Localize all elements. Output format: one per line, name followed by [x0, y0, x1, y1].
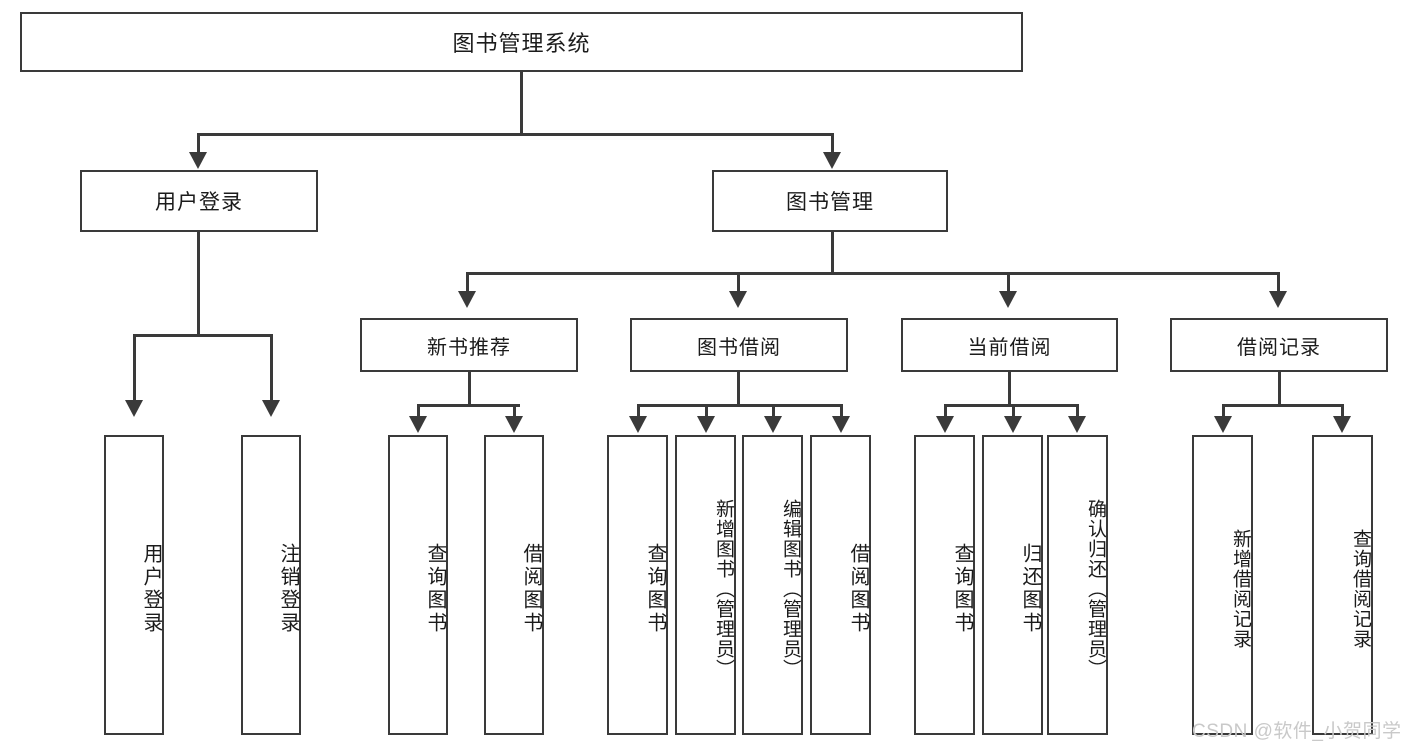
connector-borrow-leaf2 [705, 404, 708, 418]
node-current-borrow[interactable]: 当前借阅 [901, 318, 1118, 372]
connector-newbook-stem [468, 372, 471, 405]
arrow-root-to-manage [823, 152, 841, 169]
node-label: 当前借阅 [967, 336, 1052, 359]
connector-root-to-manage [831, 133, 834, 155]
leaf-logout[interactable]: 注销登录 [241, 435, 301, 735]
node-label: 图书借阅 [697, 336, 781, 359]
connector-borrow-leaf1 [637, 404, 640, 418]
arrow-newbook-leaf1 [409, 416, 427, 433]
arrow-borrow-leaf2 [697, 416, 715, 433]
arrow-borrow-leaf1 [629, 416, 647, 433]
connector-current-leaf3 [1076, 404, 1079, 418]
connector-manage-bar [466, 272, 1280, 275]
arrow-newbook-leaf2 [505, 416, 523, 433]
node-label: 查询图书 [951, 543, 973, 635]
connector-manage-to-current [1007, 272, 1010, 294]
connector-newbook-bar [417, 404, 520, 407]
connector-current-leaf1 [944, 404, 947, 418]
node-label: 借阅图书 [520, 543, 542, 635]
arrow-record-leaf2 [1333, 416, 1351, 433]
node-user-login[interactable]: 用户登录 [80, 170, 318, 232]
leaf-record-add-record[interactable]: 新增借阅记录 [1192, 435, 1253, 735]
leaf-borrow-borrow-book[interactable]: 借阅图书 [810, 435, 871, 735]
arrow-login-leaf1 [125, 400, 143, 417]
connector-login-leaf1 [133, 334, 136, 402]
arrow-manage-to-borrow [729, 291, 747, 308]
node-label: 归还图书 [1019, 543, 1041, 635]
connector-login-stem [197, 232, 200, 335]
connector-newbook-leaf2 [513, 404, 516, 418]
leaf-newbook-borrow-book[interactable]: 借阅图书 [484, 435, 544, 735]
connector-login-bar [133, 334, 273, 337]
node-label: 编辑图书（管理员） [780, 499, 801, 679]
node-new-book-recommend[interactable]: 新书推荐 [360, 318, 578, 372]
node-label: 查询图书 [424, 543, 446, 635]
connector-current-leaf2 [1012, 404, 1015, 418]
leaf-user-login[interactable]: 用户登录 [104, 435, 164, 735]
arrow-record-leaf1 [1214, 416, 1232, 433]
leaf-borrow-add-book-admin[interactable]: 新增图书（管理员） [675, 435, 736, 735]
connector-current-bar [944, 404, 1078, 407]
connector-borrow-leaf3 [772, 404, 775, 418]
arrow-borrow-leaf4 [832, 416, 850, 433]
connector-current-stem [1008, 372, 1011, 405]
arrow-manage-to-current [999, 291, 1017, 308]
arrow-current-leaf2 [1004, 416, 1022, 433]
node-label: 借阅记录 [1237, 336, 1321, 359]
connector-manage-stem [831, 232, 834, 273]
node-label: 新增借阅记录 [1230, 529, 1251, 649]
arrow-manage-to-newbook [458, 291, 476, 308]
arrow-current-leaf3 [1068, 416, 1086, 433]
node-borrow-record[interactable]: 借阅记录 [1170, 318, 1388, 372]
connector-record-stem [1278, 372, 1281, 405]
arrow-root-to-login [189, 152, 207, 169]
connector-login-leaf2 [270, 334, 273, 402]
connector-record-leaf1 [1222, 404, 1225, 418]
connector-manage-to-newbook [466, 272, 469, 294]
node-label: 查询图书 [644, 543, 666, 635]
node-book-management[interactable]: 图书管理 [712, 170, 948, 232]
leaf-borrow-edit-book-admin[interactable]: 编辑图书（管理员） [742, 435, 803, 735]
leaf-current-query-book[interactable]: 查询图书 [914, 435, 975, 735]
node-label: 图书管理系统 [452, 31, 591, 56]
arrow-manage-to-record [1269, 291, 1287, 308]
connector-newbook-leaf1 [417, 404, 420, 418]
arrow-login-leaf2 [262, 400, 280, 417]
arrow-borrow-leaf3 [764, 416, 782, 433]
node-label: 新增图书（管理员） [713, 499, 734, 679]
arrow-current-leaf1 [936, 416, 954, 433]
node-label: 用户登录 [140, 543, 162, 635]
node-label: 查询借阅记录 [1350, 529, 1371, 649]
leaf-current-return-book[interactable]: 归还图书 [982, 435, 1043, 735]
connector-borrow-stem [737, 372, 740, 405]
node-label: 注销登录 [277, 543, 299, 635]
connector-record-leaf2 [1341, 404, 1344, 418]
connector-borrow-bar [637, 404, 843, 407]
connector-root-to-login [197, 133, 200, 155]
node-label: 借阅图书 [847, 543, 869, 635]
leaf-current-confirm-return-admin[interactable]: 确认归还（管理员） [1047, 435, 1108, 735]
node-label: 确认归还（管理员） [1085, 499, 1106, 679]
node-root-system[interactable]: 图书管理系统 [20, 12, 1023, 72]
connector-manage-to-record [1277, 272, 1280, 294]
node-label: 用户登录 [155, 191, 243, 214]
leaf-borrow-query-book[interactable]: 查询图书 [607, 435, 668, 735]
connector-root-stem [520, 72, 523, 134]
connector-root-bar [197, 133, 834, 136]
connector-manage-to-borrow [737, 272, 740, 294]
node-label: 新书推荐 [427, 336, 511, 359]
connector-borrow-leaf4 [840, 404, 843, 418]
connector-record-bar [1222, 404, 1342, 407]
leaf-record-query-record[interactable]: 查询借阅记录 [1312, 435, 1373, 735]
leaf-newbook-query-book[interactable]: 查询图书 [388, 435, 448, 735]
node-book-borrow[interactable]: 图书借阅 [630, 318, 848, 372]
node-label: 图书管理 [786, 191, 874, 214]
